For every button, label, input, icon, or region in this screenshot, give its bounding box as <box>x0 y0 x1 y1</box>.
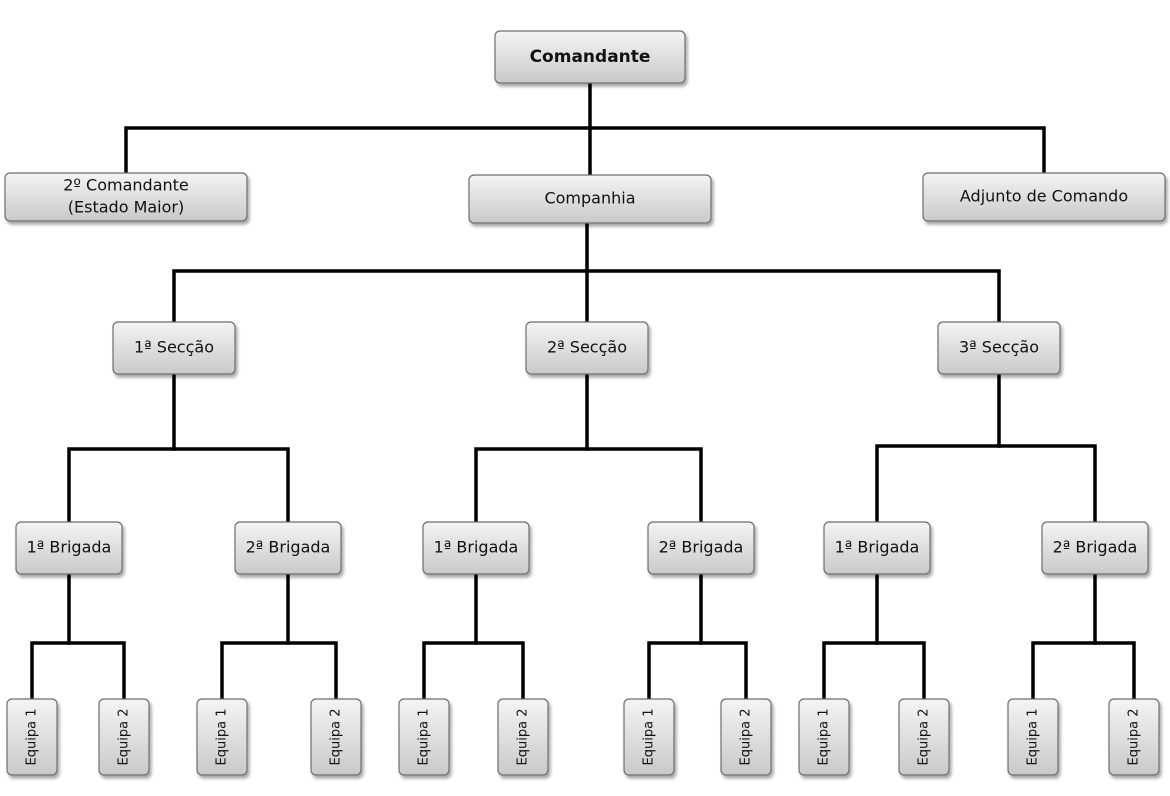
section-2-brigade-2-team-2-node-box <box>720 698 772 776</box>
nodes: Comandante 2º Comandante (Estado Maior) Com… <box>4 30 1166 776</box>
section-2-brigade-1-team-1-node: Equipa 1 <box>398 698 450 776</box>
section-2-node: 2ª Secção <box>525 321 649 375</box>
section-3-brigade-2-team-2-node: Equipa 2 <box>1108 698 1160 776</box>
section-3-brigade-2-node-box <box>1041 521 1149 575</box>
section-1-brigade-1-node-box <box>15 521 123 575</box>
section-3-brigade-2-node-label: 2ª Brigada <box>1053 538 1138 557</box>
section-3-brigade-1-team-1-node-label: Equipa 1 <box>817 709 832 766</box>
section-1-brigade-2-team-1-node: Equipa 1 <box>196 698 248 776</box>
section-1-node: 1ª Secção <box>112 321 236 375</box>
section-1-brigade-1-team-1-node-label: Equipa 1 <box>25 709 40 766</box>
commander-node: Comandante <box>494 30 686 84</box>
commander-node-box <box>494 30 686 84</box>
adjunct-node: Adjunto de Comando <box>922 172 1166 222</box>
connector-section3-brigades-bus <box>875 444 1097 524</box>
connector-s1-b2-teams-bus <box>220 641 338 702</box>
section-2-brigade-2-team-1-node: Equipa 1 <box>623 698 675 776</box>
section-1-brigade-1-node-label: 1ª Brigada <box>27 538 112 557</box>
section-2-brigade-2-team-2-node: Equipa 2 <box>720 698 772 776</box>
section-3-brigade-2-node: 2ª Brigada <box>1041 521 1149 575</box>
section-3-brigade-1-team-1-node-box <box>798 698 850 776</box>
section-2-brigade-2-node-label: 2ª Brigada <box>659 538 744 557</box>
section-3-node-label: 3ª Secção <box>959 338 1039 357</box>
section-3-brigade-1-team-2-node-box <box>898 698 950 776</box>
section-3-brigade-2-team-2-node-box <box>1108 698 1160 776</box>
connector-s3-b2-teams-bus <box>1031 641 1136 702</box>
section-3-brigade-1-team-1-node: Equipa 1 <box>798 698 850 776</box>
section-1-brigade-2-team-1-node-box <box>196 698 248 776</box>
section-1-brigade-1-team-2-node: Equipa 2 <box>98 698 150 776</box>
adjunct-node-box <box>922 172 1166 222</box>
commander-node-label: Comandante <box>530 47 651 67</box>
section-2-brigade-2-team-1-node-box <box>623 698 675 776</box>
second-commander-node: 2º Comandante (Estado Maior) <box>4 172 248 222</box>
section-2-brigade-1-node-box <box>422 521 530 575</box>
connector-s2-b1-teams-bus <box>422 641 525 702</box>
connector-s2-b2-teams-bus <box>647 641 748 702</box>
connector-section2-brigades-bus <box>474 447 703 524</box>
section-3-brigade-1-node-box <box>823 521 931 575</box>
company-node-label: Companhia <box>544 189 635 208</box>
section-3-node-box <box>937 321 1061 375</box>
section-1-brigade-2-team-1-node-label: Equipa 1 <box>215 709 230 766</box>
section-2-brigade-2-team-1-node-label: Equipa 1 <box>642 709 657 766</box>
section-1-brigade-1-team-2-node-box <box>98 698 150 776</box>
section-3-brigade-1-node-label: 1ª Brigada <box>835 538 920 557</box>
section-2-brigade-1-team-2-node-box <box>497 698 549 776</box>
connector-sections-bus <box>172 269 1001 325</box>
section-2-brigade-1-team-1-node-box <box>398 698 450 776</box>
section-2-node-label: 2ª Secção <box>547 338 627 357</box>
section-2-brigade-1-team-2-node-label: Equipa 2 <box>516 709 531 766</box>
connector-s3-b1-teams-bus <box>822 641 926 702</box>
section-3-brigade-2-team-1-node-box <box>1007 698 1059 776</box>
section-3-brigade-2-team-1-node-label: Equipa 1 <box>1026 709 1041 766</box>
section-2-brigade-1-team-1-node-label: Equipa 1 <box>417 709 432 766</box>
section-3-brigade-1-node: 1ª Brigada <box>823 521 931 575</box>
section-1-brigade-1-team-1-node-box <box>6 698 58 776</box>
section-1-brigade-2-node: 2ª Brigada <box>234 521 342 575</box>
section-1-brigade-1-node: 1ª Brigada <box>15 521 123 575</box>
section-1-brigade-1-team-2-node-label: Equipa 2 <box>117 709 132 766</box>
section-1-brigade-2-team-2-node-label: Equipa 2 <box>329 709 344 766</box>
company-node: Companhia <box>468 174 712 224</box>
section-1-brigade-2-node-box <box>234 521 342 575</box>
connector-section1-brigades-bus <box>67 447 290 524</box>
connector-s1-b1-teams-bus <box>30 641 126 702</box>
section-2-brigade-1-team-2-node: Equipa 2 <box>497 698 549 776</box>
section-2-brigade-2-node-box <box>647 521 755 575</box>
second-commander-node-box <box>4 172 248 222</box>
section-1-brigade-2-team-2-node: Equipa 2 <box>310 698 362 776</box>
adjunct-node-label: Adjunto de Comando <box>960 187 1128 206</box>
section-1-node-label: 1ª Secção <box>134 338 214 357</box>
second-commander-node-label-1: 2º Comandante <box>63 176 189 195</box>
section-3-brigade-1-team-2-node: Equipa 2 <box>898 698 950 776</box>
section-1-brigade-2-node-label: 2ª Brigada <box>246 538 331 557</box>
section-2-brigade-1-node: 1ª Brigada <box>422 521 530 575</box>
section-2-brigade-1-node-label: 1ª Brigada <box>434 538 519 557</box>
connector-level1-bus <box>124 126 1046 177</box>
connectors <box>30 80 1136 702</box>
section-2-node-box <box>525 321 649 375</box>
section-3-brigade-2-team-2-node-label: Equipa 2 <box>1127 709 1142 766</box>
section-1-brigade-2-team-2-node-box <box>310 698 362 776</box>
section-3-node: 3ª Secção <box>937 321 1061 375</box>
section-1-brigade-1-team-1-node: Equipa 1 <box>6 698 58 776</box>
section-2-brigade-2-node: 2ª Brigada <box>647 521 755 575</box>
section-3-brigade-2-team-1-node: Equipa 1 <box>1007 698 1059 776</box>
section-3-brigade-1-team-2-node-label: Equipa 2 <box>917 709 932 766</box>
company-node-box <box>468 174 712 224</box>
section-2-brigade-2-team-2-node-label: Equipa 2 <box>739 709 754 766</box>
section-1-node-box <box>112 321 236 375</box>
second-commander-node-label-2: (Estado Maior) <box>68 198 184 217</box>
